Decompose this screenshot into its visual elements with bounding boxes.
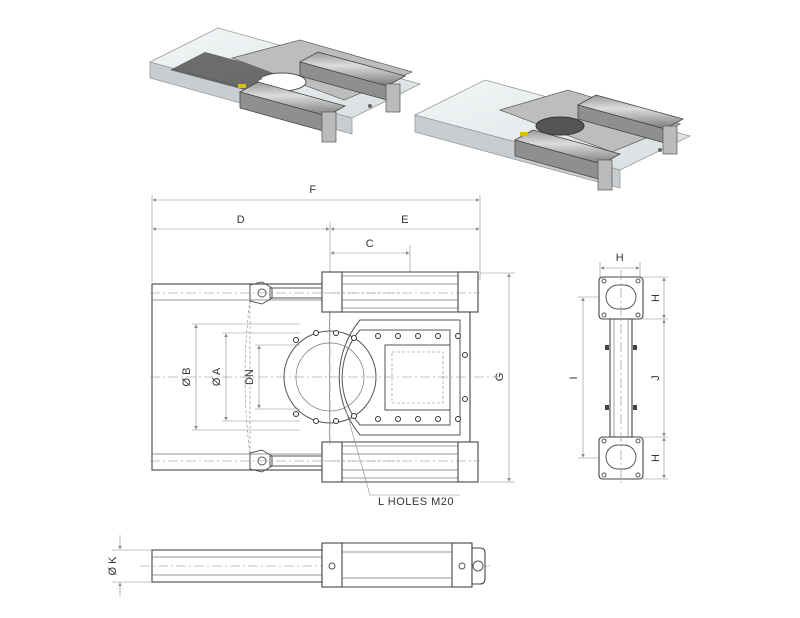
dim-J-label: J bbox=[650, 375, 662, 381]
front-view bbox=[150, 271, 500, 483]
dim-H-right1-label: H bbox=[650, 294, 662, 302]
render-view-open bbox=[148, 27, 422, 143]
top-dimensions: F D E C bbox=[151, 184, 481, 282]
dim-C-label: C bbox=[366, 238, 374, 250]
dim-I-label: I bbox=[568, 376, 580, 379]
holes-note: L HOLES M20 bbox=[378, 496, 454, 508]
dim-H-right2-label: H bbox=[650, 454, 662, 462]
dim-B-label: Ø B bbox=[181, 368, 193, 387]
dim-A-label: Ø A bbox=[211, 367, 223, 386]
dim-H-top-label: H bbox=[616, 252, 624, 264]
dim-G-label: G bbox=[494, 373, 506, 382]
bottom-view: Ø K bbox=[107, 535, 490, 597]
dim-D-label: D bbox=[237, 214, 245, 226]
dim-E-label: E bbox=[401, 214, 409, 226]
dim-F-label: F bbox=[309, 184, 316, 196]
g-dimension-and-note: G L HOLES M20 bbox=[345, 272, 515, 508]
dim-K-label: Ø K bbox=[107, 556, 119, 576]
dim-DN-label: DN bbox=[244, 369, 256, 385]
render-view-closed bbox=[413, 79, 692, 191]
side-view: H H J H I bbox=[568, 252, 668, 486]
diameter-dimensions: Ø B Ø A DN bbox=[181, 323, 300, 431]
